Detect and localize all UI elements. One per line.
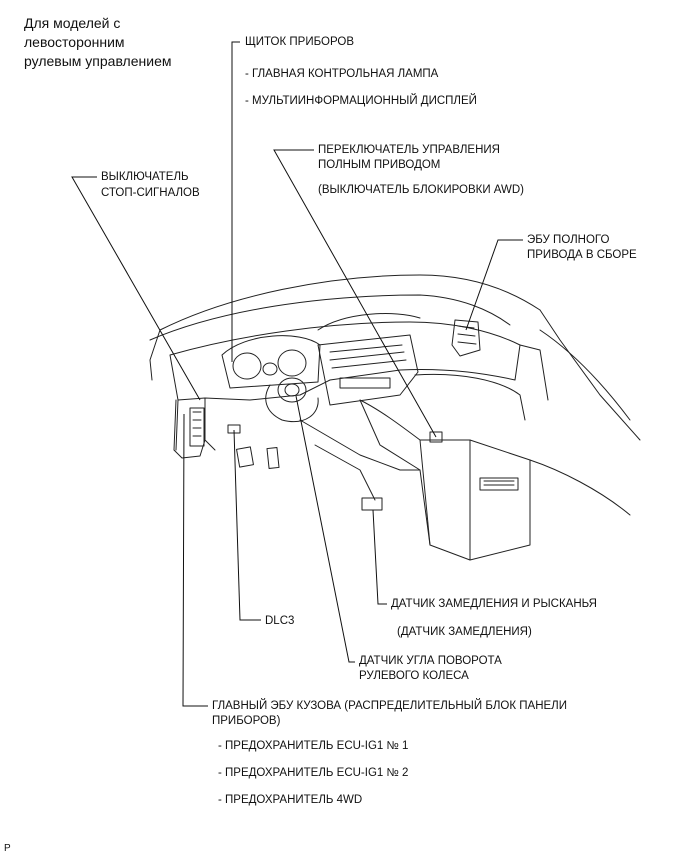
leader-dlc3 [233, 429, 261, 621]
main-body-ecu-title-1: ГЛАВНЫЙ ЭБУ КУЗОВА (РАСПРЕДЕЛИТЕЛЬНЫЙ БЛ… [212, 700, 567, 712]
header-line-1: Для моделей с [24, 15, 121, 31]
yaw-sensor-sub: (ДАТЧИК ЗАМЕДЛЕНИЯ) [397, 626, 532, 638]
main-body-ecu-sub-3: - ПРЕДОХРАНИТЕЛЬ 4WD [218, 794, 363, 806]
leader-steering-sensor [295, 395, 355, 663]
stop-lamp-switch-title-1: ВЫКЛЮЧАТЕЛЬ [101, 171, 189, 183]
steering-column [277, 377, 307, 403]
left-a-pillar [149, 329, 161, 381]
windshield-outline [159, 274, 541, 331]
awd-switch-title-2: ПОЛНЫМ ПРИВОДОМ [318, 159, 441, 171]
yaw-sensor [361, 497, 383, 511]
awd-ecu-title-2: ПРИВОДА В СБОРЕ [527, 249, 637, 261]
right-a-pillar [539, 309, 641, 441]
awd-switch [429, 431, 443, 443]
brake-pedal [236, 446, 254, 468]
dash-top-outline [149, 294, 511, 341]
center-console [359, 399, 531, 561]
leader-instrument-panel [231, 41, 240, 362]
figure-code: P [4, 843, 11, 854]
leader-awd-ecu [465, 239, 523, 331]
header-line-2: левосторонним [24, 34, 125, 50]
instrument-panel-sub-1: - ГЛАВНАЯ КОНТРОЛЬНАЯ ЛАМПА [245, 68, 439, 80]
header-line-3: рулевым управлением [24, 53, 172, 69]
instrument-cluster-hood [221, 335, 321, 389]
door-line [539, 329, 631, 421]
main-body-ecu-title-2: ПРИБОРОВ) [212, 715, 281, 727]
instrument-panel-sub-2: - МУЛЬТИИНФОРМАЦИОННЫЙ ДИСПЛЕЙ [245, 95, 477, 107]
awd-switch-title-1: ПЕРЕКЛЮЧАТЕЛЬ УПРАВЛЕНИЯ [318, 144, 500, 156]
dlc3-title: DLC3 [265, 615, 295, 627]
leader-awd-switch [273, 149, 437, 438]
stop-lamp-switch-title-2: СТОП-СИГНАЛОВ [101, 187, 200, 199]
steering-sensor-title-2: РУЛЕВОГО КОЛЕСА [359, 670, 469, 682]
steering-sensor-title-1: ДАТЧИК УГЛА ПОВОРОТА [359, 655, 502, 667]
instrument-panel-title: ЩИТОК ПРИБОРОВ [245, 36, 354, 48]
main-body-ecu-sub-1: - ПРЕДОХРАНИТЕЛЬ ECU-IG1 № 1 [218, 740, 409, 752]
leader-yaw-sensor [372, 509, 387, 605]
main-body-ecu-sub-2: - ПРЕДОХРАНИТЕЛЬ ECU-IG1 № 2 [218, 767, 409, 779]
leader-main-body-ecu [182, 413, 208, 707]
awd-ecu-title-1: ЭБУ ПОЛНОГО [527, 234, 610, 246]
leader-stop-lamp [71, 176, 201, 401]
left-kick-panel [173, 399, 206, 459]
yaw-sensor-title: ДАТЧИК ЗАМЕДЛЕНИЯ И РЫСКАНЬЯ [391, 598, 597, 610]
awd-ecu [451, 319, 481, 357]
awd-switch-sub: (ВЫКЛЮЧАТЕЛЬ БЛОКИРОВКИ AWD) [318, 184, 525, 196]
center-stack [317, 334, 419, 406]
